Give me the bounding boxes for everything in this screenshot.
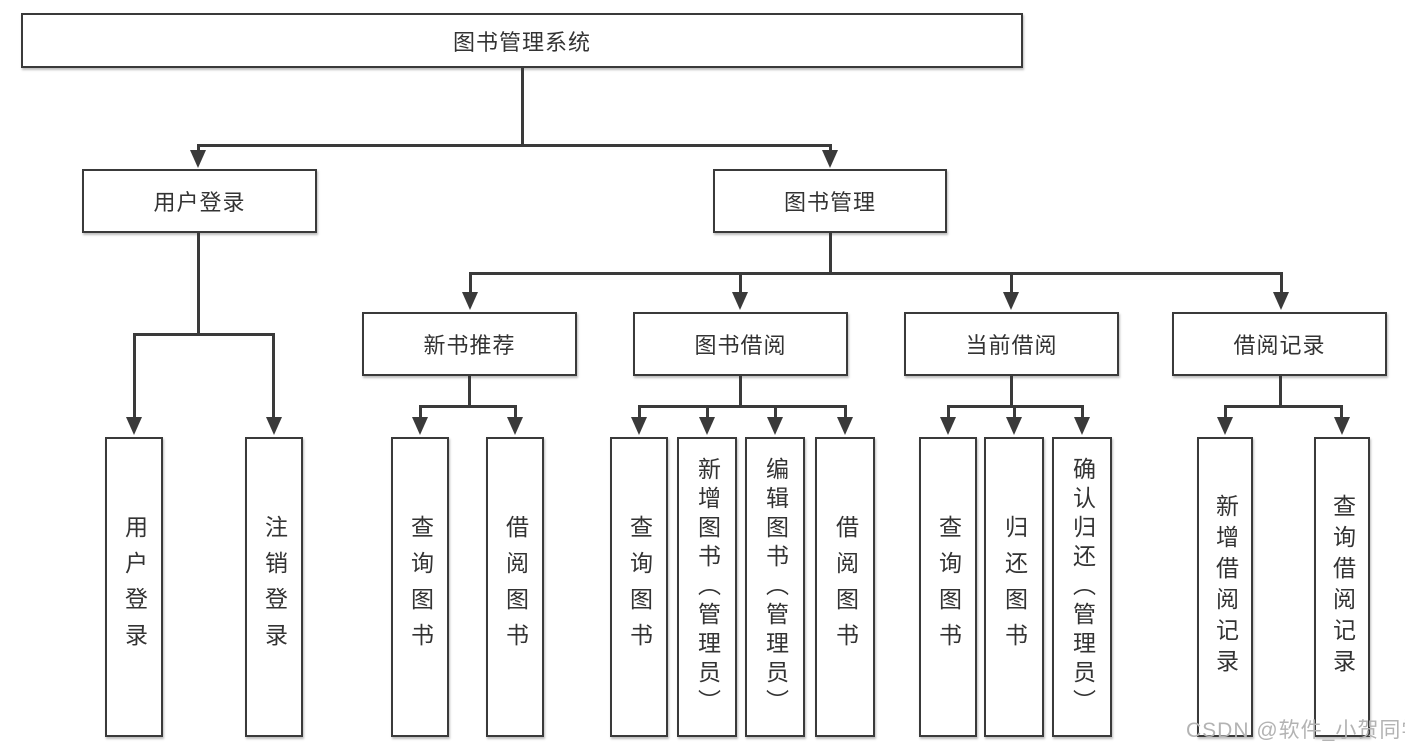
connector-stem <box>419 405 422 419</box>
leaf-confirm-return-admin: 确认归还（管理员） <box>1052 437 1112 737</box>
arrowhead-down-icon <box>767 417 783 435</box>
connector-stem <box>638 405 641 419</box>
arrowhead-down-icon <box>266 417 282 435</box>
connector-stem <box>947 405 950 419</box>
connector-stem <box>1013 405 1016 419</box>
arrowhead-down-icon <box>822 150 838 168</box>
leaf-borrow-books-1: 借阅图书 <box>486 437 544 737</box>
leaf-query-books-3: 查询图书 <box>919 437 977 737</box>
arrowhead-down-icon <box>507 417 523 435</box>
connector-stem <box>739 272 742 294</box>
connector-borrow-records-hline <box>1224 405 1343 408</box>
node-borrow-records: 借阅记录 <box>1172 312 1387 376</box>
connector-book-borrow-vline <box>739 376 742 408</box>
connector-stem <box>844 405 847 419</box>
arrowhead-down-icon <box>940 417 956 435</box>
node-root: 图书管理系统 <box>21 13 1023 68</box>
connector-stem <box>829 144 832 153</box>
node-new-book-recommend: 新书推荐 <box>362 312 577 376</box>
connector-root-vline <box>521 68 524 147</box>
leaf-user-login: 用户登录 <box>105 437 163 737</box>
connector-stem <box>1010 272 1013 294</box>
arrowhead-down-icon <box>462 292 478 310</box>
leaf-query-borrow-record: 查询借阅记录 <box>1314 437 1370 737</box>
arrowhead-down-icon <box>1003 292 1019 310</box>
arrowhead-down-icon <box>631 417 647 435</box>
leaf-query-books-1: 查询图书 <box>391 437 449 737</box>
connector-stem <box>469 272 472 294</box>
connector-stem <box>197 144 200 153</box>
arrowhead-down-icon <box>1006 417 1022 435</box>
arrowhead-down-icon <box>837 417 853 435</box>
connector-stem <box>1224 405 1227 419</box>
node-book-borrow: 图书借阅 <box>633 312 848 376</box>
arrowhead-down-icon <box>1217 417 1233 435</box>
connector-current-borrow-vline <box>1010 376 1013 408</box>
arrowhead-down-icon <box>1273 292 1289 310</box>
node-book-management: 图书管理 <box>713 169 947 233</box>
connector-borrow-records-vline <box>1279 376 1282 408</box>
connector-book-borrow-hline <box>638 405 847 408</box>
csdn-watermark: CSDN @软件_小贺同学 <box>1186 719 1405 742</box>
leaf-edit-book-admin: 编辑图书（管理员） <box>745 437 805 737</box>
connector-stem <box>706 405 709 419</box>
leaf-borrow-books-2: 借阅图书 <box>815 437 875 737</box>
connector-new-book-hline <box>419 405 517 408</box>
connector-user-login-hline <box>133 333 275 336</box>
leaf-add-book-admin: 新增图书（管理员） <box>677 437 737 737</box>
arrowhead-down-icon <box>732 292 748 310</box>
arrowhead-down-icon <box>412 417 428 435</box>
connector-book-mgmt-vline <box>829 233 832 275</box>
arrowhead-down-icon <box>1074 417 1090 435</box>
leaf-query-books-2: 查询图书 <box>610 437 668 737</box>
connector-root-hline <box>197 144 832 147</box>
connector-book-mgmt-hline <box>469 272 1283 275</box>
connector-stem <box>1081 405 1084 419</box>
connector-stem <box>1280 272 1283 294</box>
connector-stem <box>1340 405 1343 419</box>
connector-stem <box>514 405 517 419</box>
connector-user-login-vline <box>197 233 200 336</box>
arrowhead-down-icon <box>126 417 142 435</box>
node-current-borrow: 当前借阅 <box>904 312 1119 376</box>
arrowhead-down-icon <box>190 150 206 168</box>
connector-stem <box>774 405 777 419</box>
connector-stem <box>133 333 136 419</box>
connector-new-book-vline <box>468 376 471 408</box>
leaf-add-borrow-record: 新增借阅记录 <box>1197 437 1253 737</box>
leaf-logout: 注销登录 <box>245 437 303 737</box>
arrowhead-down-icon <box>1334 417 1350 435</box>
leaf-return-books: 归还图书 <box>984 437 1044 737</box>
arrowhead-down-icon <box>699 417 715 435</box>
connector-stem <box>272 333 275 419</box>
node-user-login: 用户登录 <box>82 169 317 233</box>
